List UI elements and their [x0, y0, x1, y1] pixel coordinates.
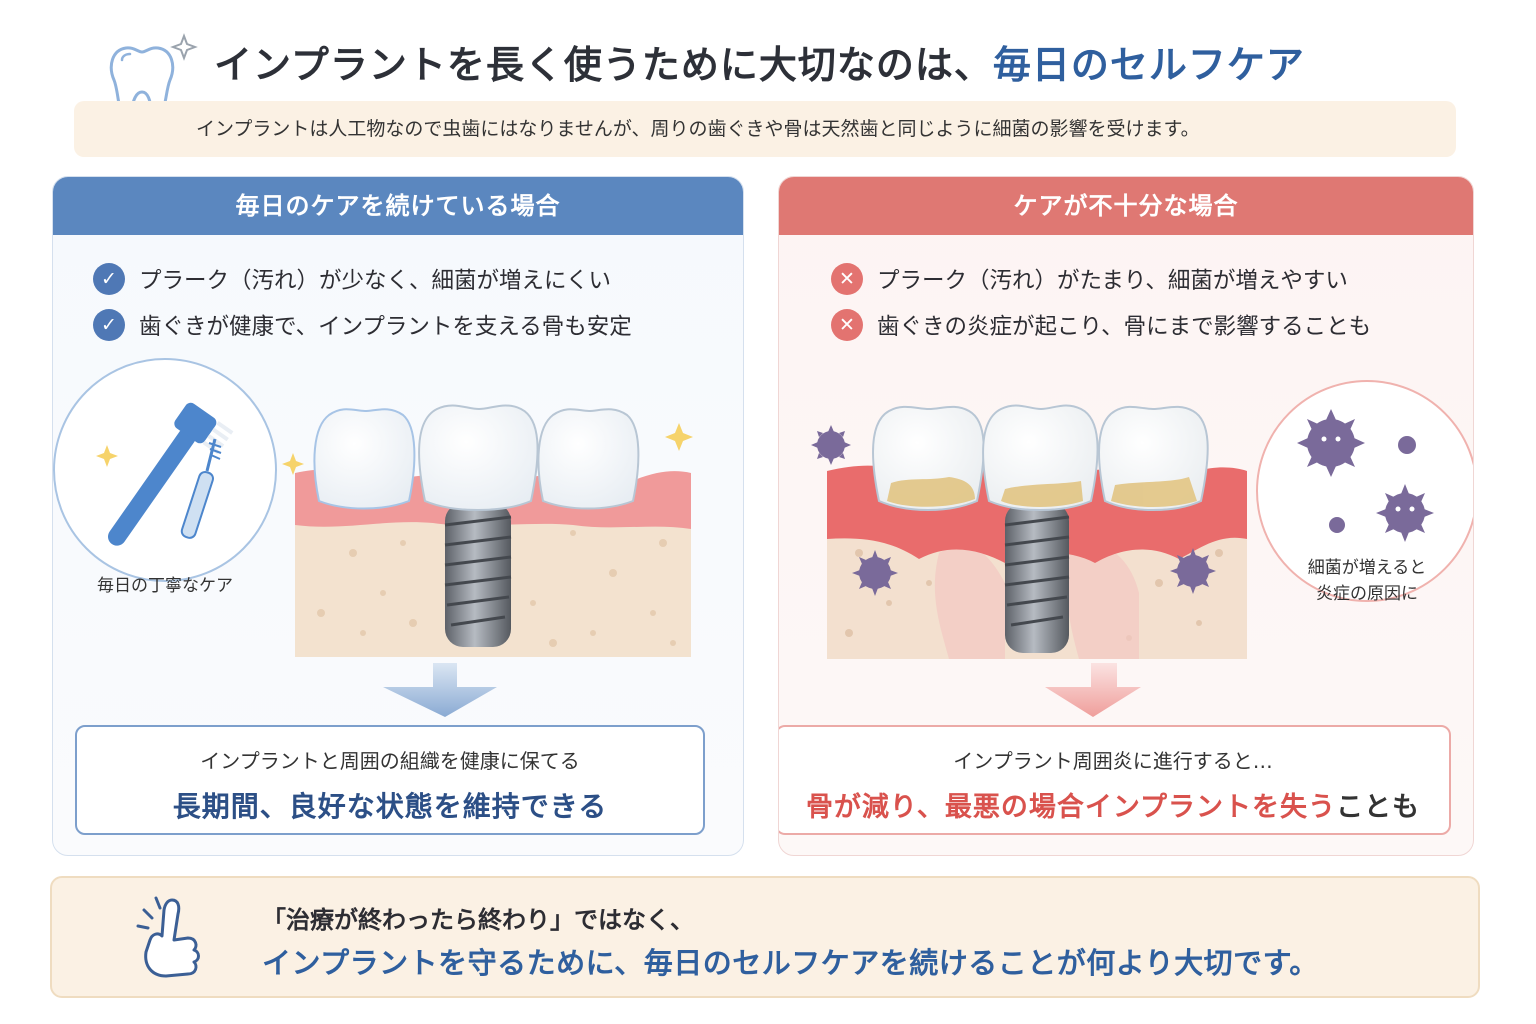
pointing-hand-icon — [136, 896, 200, 978]
bad-result-sub: インプラント周囲炎に進行すると… — [953, 749, 1273, 773]
summary-banner: 「治療が終わったら終わり」ではなく、 インプラントを守るために、毎日のセルフケア… — [50, 876, 1480, 998]
intro-text: インプラントは人工物なので虫歯にはなりませんが、周りの歯ぐきや骨は天然歯と同じよ… — [74, 101, 1456, 157]
daily-care-label: 毎日の丁寧なケア — [97, 576, 233, 596]
bacteria-circle — [1256, 380, 1473, 602]
good-point-2: ✓ 歯ぐきが健康で、インプラントを支える骨も安定 — [93, 305, 632, 345]
bacteria-icon — [811, 425, 1216, 596]
banner-line-2: インプラントを守るために、毎日のセルフケアを続けることが何より大切です。 — [262, 946, 1319, 980]
toothbrush-circle — [53, 358, 277, 582]
good-result-sub: インプラントと周囲の組織を健康に保てる — [200, 749, 580, 773]
bacteria-note: 細菌が増えると 炎症の原因に — [1307, 558, 1427, 604]
healthy-implant-illustration — [53, 358, 693, 717]
bacteria-icon — [1297, 409, 1434, 542]
page-title: インプラントを長く使うために大切なのは、毎日のセルフケア — [214, 43, 1305, 87]
toothbrush-icon — [108, 402, 234, 546]
down-arrow-icon — [383, 663, 497, 717]
teeth — [313, 404, 640, 511]
bad-point-2: ✕ 歯ぐきの炎症が起こり、骨にまで影響することも — [831, 305, 1371, 345]
interdental-brush-icon — [180, 438, 222, 539]
good-point-1: ✓ プラーク（汚れ）が少なく、細菌が増えにくい — [93, 259, 611, 299]
cross-icon: ✕ — [831, 263, 863, 295]
check-icon: ✓ — [93, 309, 125, 341]
bad-result-box: インプラント周囲炎に進行すると… 骨が減り、最悪の場合インプラントを失うことも — [779, 725, 1451, 835]
good-result-box: インプラントと周囲の組織を健康に保てる 長期間、良好な状態を維持できる — [75, 725, 705, 835]
check-icon: ✓ — [93, 263, 125, 295]
good-panel-heading: 毎日のケアを続けている場合 — [53, 177, 743, 235]
plaque — [887, 477, 1197, 507]
banner-line-1: 「治療が終わったら終わり」ではなく、 — [262, 906, 694, 934]
inflamed-implant-illustration — [811, 380, 1473, 717]
good-care-panel: 毎日のケアを続けている場合 ✓ プラーク（汚れ）が少なく、細菌が増えにくい ✓ … — [52, 176, 744, 856]
title-highlight: 毎日のセルフケア — [992, 43, 1305, 87]
bad-result-main: 骨が減り、最悪の場合インプラントを失うことも — [805, 792, 1421, 823]
poor-care-panel: ケアが不十分な場合 ✕ プラーク（汚れ）がたまり、細菌が増えやすい ✕ 歯ぐきの… — [778, 176, 1474, 856]
cross-icon: ✕ — [831, 309, 863, 341]
bad-point-1: ✕ プラーク（汚れ）がたまり、細菌が増えやすい — [831, 259, 1348, 299]
good-result-main: 長期間、良好な状態を維持できる — [172, 790, 608, 823]
bad-panel-heading: ケアが不十分な場合 — [779, 177, 1473, 235]
down-arrow-icon — [1045, 663, 1141, 717]
